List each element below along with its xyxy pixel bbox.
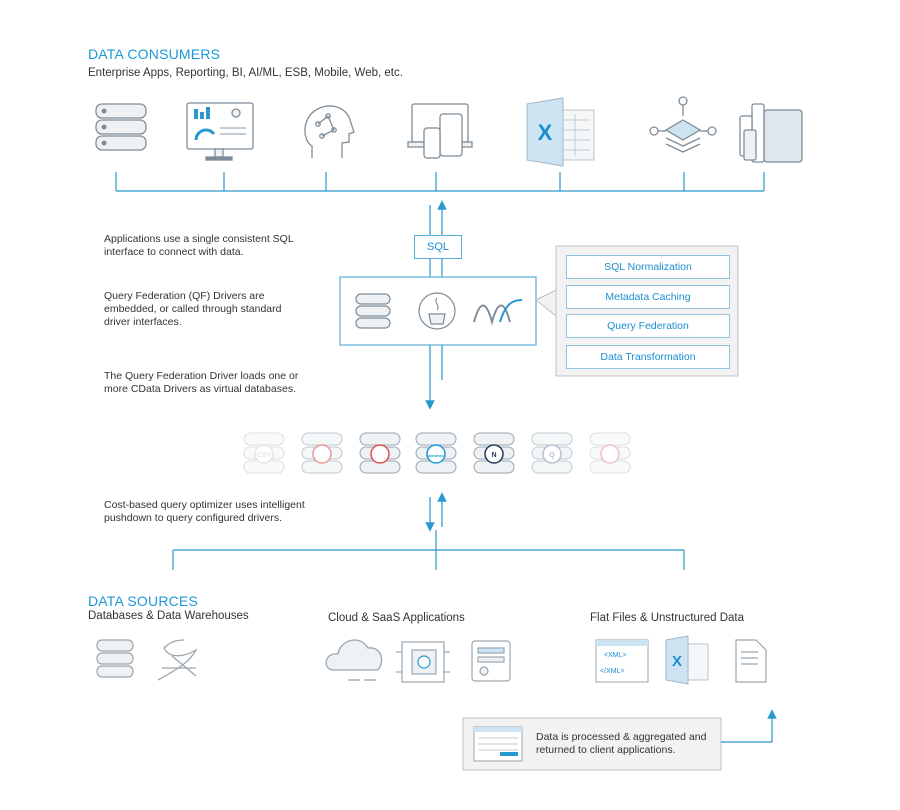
- driver-cylinder: [359, 432, 401, 474]
- excel-file-icon: X: [665, 635, 709, 685]
- note-sql-interface: Applications use a single consistent SQL…: [104, 233, 294, 258]
- sources-title: DATA SOURCES: [88, 593, 199, 609]
- consumer-bus: [115, 172, 765, 192]
- driver-badge-icon: [600, 444, 620, 464]
- power-bi-icon: [739, 103, 803, 163]
- svg-text:X: X: [672, 653, 682, 670]
- excel-icon: X: [526, 97, 595, 167]
- gear-chip-icon: [396, 641, 450, 683]
- dashboard-monitor-icon: [186, 102, 254, 161]
- consumers-title: DATA CONSUMERS: [88, 46, 221, 62]
- driver-badge-label: salesforce: [426, 453, 447, 458]
- driver-badge-label: Q: [549, 452, 555, 459]
- result-table-icon: [473, 726, 523, 762]
- sql-server-icon: [157, 639, 198, 681]
- driver-badge-icon: [426, 444, 446, 464]
- drivers-row: CSV salesforce N Q: [243, 432, 631, 474]
- xml-open-tag: <XML>: [604, 652, 627, 659]
- feature-data-transformation: Data Transformation: [566, 345, 730, 369]
- sql-box: SQL: [414, 235, 462, 259]
- consumers-subtitle: Enterprise Apps, Reporting, BI, AI/ML, E…: [88, 67, 403, 79]
- sources-group-cloud: Cloud & SaaS Applications: [328, 612, 465, 624]
- driver-cylinder: [301, 432, 343, 474]
- driver-badge-label: N: [491, 452, 496, 459]
- driver-cylinder: [589, 432, 631, 474]
- note-optimizer: Cost-based query optimizer uses intellig…: [104, 499, 305, 524]
- driver-cylinder: salesforce: [415, 432, 457, 474]
- feature-metadata-caching: Metadata Caching: [566, 285, 730, 309]
- cloud-icon: [325, 639, 383, 681]
- driver-cylinder: Q: [531, 432, 573, 474]
- xml-close-tag: </XML>: [600, 668, 625, 675]
- result-note: Data is processed & aggregated and retur…: [536, 731, 707, 756]
- dotnet-icon: [473, 299, 523, 326]
- feature-query-federation: Query Federation: [566, 314, 730, 338]
- driver-badge-label: CSV: [257, 452, 272, 459]
- driver-db-icon: [355, 293, 391, 329]
- sources-group-databases: Databases & Data Warehouses: [88, 610, 249, 622]
- source-db-icon: [96, 639, 134, 678]
- document-icon: [735, 639, 767, 683]
- java-icon: [418, 292, 456, 330]
- driver-badge-icon: [312, 444, 332, 464]
- feature-sql-normalization: SQL Normalization: [566, 255, 730, 279]
- driver-cylinder: N: [473, 432, 515, 474]
- sources-group-files: Flat Files & Unstructured Data: [590, 612, 745, 624]
- source-bus: [172, 530, 685, 570]
- svg-text:X: X: [538, 120, 553, 145]
- app-window-icon: [471, 640, 511, 682]
- driver-cylinder: CSV: [243, 432, 285, 474]
- xml-file-icon: <XML> </XML>: [595, 639, 649, 683]
- layers-network-icon: [649, 96, 717, 153]
- driver-badge-icon: [370, 444, 390, 464]
- driver-badge-icon: [542, 444, 562, 464]
- devices-icon: [407, 103, 473, 159]
- note-drivers-embedded: Query Federation (QF) Drivers are embedd…: [104, 290, 282, 328]
- ai-head-icon: [304, 105, 355, 158]
- driver-badge-icon: [254, 444, 274, 464]
- note-virtual-db: The Query Federation Driver loads one or…: [104, 370, 299, 395]
- driver-badge-icon: [484, 444, 504, 464]
- server-stack-icon: [95, 103, 147, 151]
